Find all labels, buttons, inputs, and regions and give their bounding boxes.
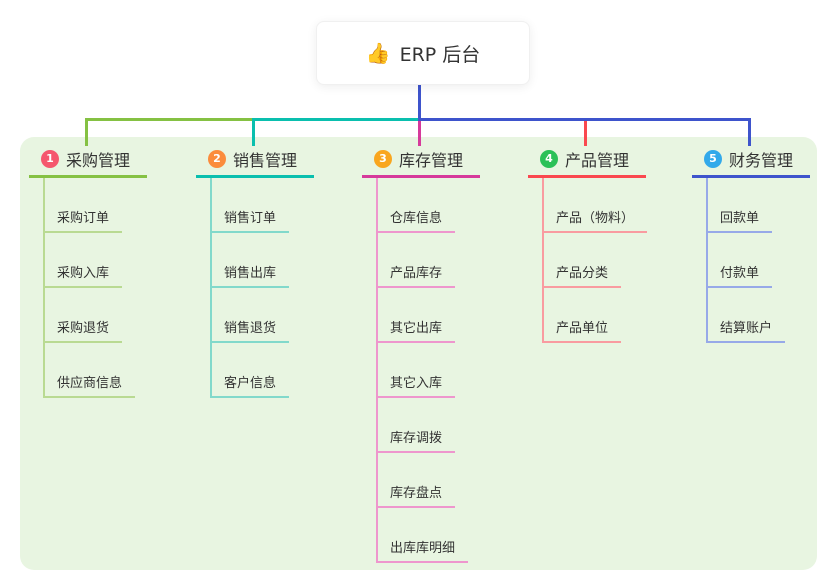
child-node[interactable]: 结算账户 [708,317,786,343]
child-node[interactable]: 仓库信息 [378,207,456,233]
child-row: 出库库明细 [378,508,469,563]
child-node[interactable]: 产品（物料） [544,207,648,233]
branch-node-1[interactable]: 1 采购管理 [29,148,147,178]
trunk-line [418,83,421,121]
child-row: 采购退货 [45,288,135,343]
branch-children: 回款单付款单结算账户 [706,178,786,343]
root-node[interactable]: 👍 ERP 后台 [316,21,530,85]
child-row: 库存调拨 [378,398,468,453]
bus-segment-3 [418,118,751,121]
branch-children: 产品（物料） 产品分类产品单位 [542,178,648,343]
root-node-label: ERP 后台 [399,43,481,66]
child-row: 付款单 [708,233,785,288]
child-node[interactable]: 供应商信息 [45,372,136,398]
branch-title: 库存管理 [399,150,464,170]
branch-drop-2 [252,118,255,146]
branch-group-container [20,137,817,570]
branch-node-2[interactable]: 2 销售管理 [196,148,314,178]
branch-children: 仓库信息产品库存其它出库其它入库库存调拨库存盘点出库库明细 [376,178,469,563]
bus-segment-1 [85,118,255,121]
branch-children: 采购订单采购入库采购退货供应商信息 [43,178,136,398]
child-node[interactable]: 出库库明细 [378,537,469,563]
branch-node-5[interactable]: 5 财务管理 [692,148,810,178]
child-node[interactable]: 其它入库 [378,372,456,398]
branch-2: 2 销售管理销售订单销售出库销售退货客户信息 [196,148,314,398]
branch-number-badge: 4 [540,149,558,168]
branch-title: 产品管理 [565,150,630,170]
child-node[interactable]: 销售出库 [212,262,290,288]
branch-number-badge: 2 [208,149,226,168]
branch-children: 销售订单销售出库销售退货客户信息 [210,178,290,398]
child-row: 产品分类 [544,233,647,288]
child-node[interactable]: 销售订单 [212,207,290,233]
child-row: 结算账户 [708,288,786,343]
child-node[interactable]: 采购退货 [45,317,123,343]
branch-1: 1 采购管理采购订单采购入库采购退货供应商信息 [29,148,147,398]
child-row: 销售出库 [212,233,290,288]
child-row: 采购订单 [45,178,135,233]
child-row: 回款单 [708,178,785,233]
child-node[interactable]: 销售退货 [212,317,290,343]
child-row: 供应商信息 [45,343,136,398]
child-row: 采购入库 [45,233,135,288]
branch-number-badge: 5 [704,149,722,168]
child-row: 其它出库 [378,288,468,343]
branch-title: 财务管理 [729,150,794,170]
branch-drop-5 [748,118,751,146]
branch-drop-3 [418,121,421,146]
branch-number-badge: 3 [374,149,392,168]
child-node[interactable]: 采购入库 [45,262,123,288]
child-node[interactable]: 采购订单 [45,207,123,233]
child-node[interactable]: 产品库存 [378,262,456,288]
branch-node-3[interactable]: 3 库存管理 [362,148,480,178]
child-node[interactable]: 产品分类 [544,262,622,288]
child-node[interactable]: 客户信息 [212,372,290,398]
child-row: 产品（物料） [544,178,648,233]
branch-title: 采购管理 [66,150,131,170]
child-row: 仓库信息 [378,178,468,233]
child-node[interactable]: 其它出库 [378,317,456,343]
branch-5: 5 财务管理回款单付款单结算账户 [692,148,810,343]
child-row: 其它入库 [378,343,468,398]
child-row: 库存盘点 [378,453,468,508]
branch-node-4[interactable]: 4 产品管理 [528,148,646,178]
child-row: 销售退货 [212,288,290,343]
child-row: 客户信息 [212,343,290,398]
child-row: 销售订单 [212,178,290,233]
child-node[interactable]: 库存调拨 [378,427,456,453]
child-row: 产品单位 [544,288,647,343]
thumbs-up-icon: 👍 [365,41,391,65]
bus-segment-2 [252,118,419,121]
child-node[interactable]: 付款单 [708,262,773,288]
branch-number-badge: 1 [41,149,59,168]
child-row: 产品库存 [378,233,468,288]
branch-4: 4 产品管理产品（物料） 产品分类产品单位 [528,148,648,343]
child-node[interactable]: 产品单位 [544,317,622,343]
child-node[interactable]: 回款单 [708,207,773,233]
child-node[interactable]: 库存盘点 [378,482,456,508]
branch-3: 3 库存管理仓库信息产品库存其它出库其它入库库存调拨库存盘点出库库明细 [362,148,480,563]
branch-title: 销售管理 [233,150,298,170]
branch-drop-1 [85,118,88,146]
branch-drop-4 [584,121,587,146]
